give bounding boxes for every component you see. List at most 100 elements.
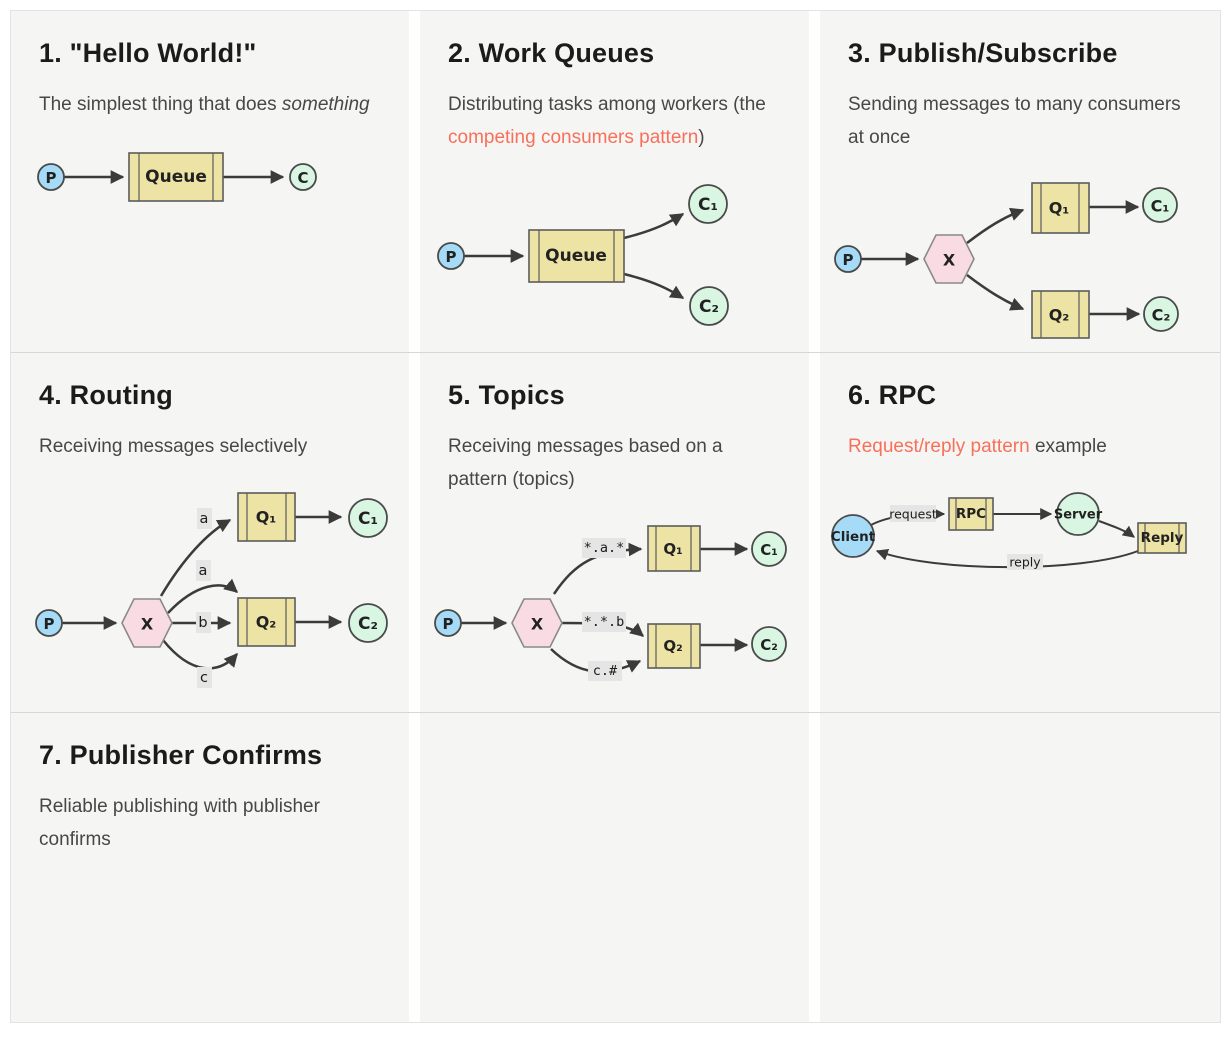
consumer1-node: C₁ (751, 531, 787, 567)
description-text: ) (698, 126, 705, 148)
svg-text:c.#: c.# (593, 663, 618, 679)
request-label: request (889, 505, 937, 522)
edge-exchange-queue2 (966, 274, 1025, 311)
edge-binding-c (162, 639, 238, 670)
queue-node: Queue (528, 229, 625, 283)
svg-text:Q₂: Q₂ (256, 613, 277, 632)
card-description: Distributing tasks among workers (the co… (448, 88, 781, 154)
edge-binding-2 (561, 621, 645, 637)
consumer2-node: C₂ (1143, 296, 1179, 332)
tutorial-card-hello-world: 1. "Hello World!" The simplest thing tha… (11, 11, 409, 352)
svg-text:C₁: C₁ (760, 541, 778, 559)
tutorials-grid: 1. "Hello World!" The simplest thing tha… (10, 10, 1221, 1023)
producer-node: P (37, 163, 65, 191)
svg-text:C₂: C₂ (699, 297, 719, 317)
edge-reply-client (875, 549, 1139, 569)
edge-binding-a1 (159, 518, 232, 597)
svg-text:C₂: C₂ (1152, 306, 1171, 325)
consumer1-node: C₁ (688, 184, 728, 224)
empty-cell (420, 713, 809, 1022)
svg-text:Q₁: Q₁ (256, 508, 277, 527)
card-title: 2. Work Queues (448, 38, 655, 68)
exchange-node: X (923, 234, 975, 284)
svg-text:a: a (199, 563, 208, 579)
grid-row-2: 4. Routing Receiving messages selectivel… (11, 352, 1220, 712)
card-title: 7. Publisher Confirms (39, 740, 323, 770)
grid-row-3: 7. Publisher Confirms Reliable publishin… (11, 712, 1220, 1022)
svg-text:Q₁: Q₁ (663, 540, 682, 558)
svg-text:P: P (843, 251, 854, 269)
consumer2-node: C₂ (689, 286, 729, 326)
queue2-node: Q₂ (237, 597, 296, 647)
consumer-node: C (289, 163, 317, 191)
svg-text:Reply: Reply (1141, 530, 1184, 546)
card-description: The simplest thing that does something (39, 88, 381, 121)
queue1-node: Q₁ (647, 525, 701, 572)
svg-text:a: a (200, 511, 209, 527)
server-node: Server (1054, 492, 1103, 536)
card-description: Sending messages to many consumers at on… (848, 88, 1192, 154)
card-description: Receiving messages based on a pattern (t… (448, 430, 781, 496)
svg-text:P: P (44, 615, 55, 633)
reply-queue-node: Reply (1137, 522, 1187, 554)
tutorial-card-rpc: 6. RPC Request/reply pattern example RPC (820, 353, 1220, 712)
grid-row-1: 1. "Hello World!" The simplest thing tha… (11, 11, 1220, 352)
svg-text:X: X (141, 615, 154, 634)
card-description: Request/reply pattern example (848, 430, 1192, 463)
tutorial-card-topics: 5. Topics Receiving messages based on a … (420, 353, 809, 712)
description-italic: something (281, 93, 370, 115)
producer-node: P (834, 245, 862, 273)
tutorial-card-publisher-confirms: 7. Publisher Confirms Reliable publishin… (11, 713, 409, 1022)
svg-text:C₁: C₁ (358, 509, 378, 529)
card-description: Reliable publishing with publisher confi… (39, 790, 381, 856)
svg-text:Queue: Queue (145, 167, 207, 187)
svg-text:Q₁: Q₁ (1049, 199, 1070, 218)
card-title: 3. Publish/Subscribe (848, 38, 1118, 68)
reply-label: reply (1007, 554, 1043, 570)
svg-text:Server: Server (1054, 508, 1103, 523)
binding-label-c: c (197, 667, 212, 688)
queue2-node: Q₂ (647, 623, 701, 669)
rpc-queue-node: RPC (948, 497, 994, 531)
request-reply-pattern-link[interactable]: Request/reply pattern (848, 435, 1030, 457)
tutorial-card-publish-subscribe: 3. Publish/Subscribe Sending messages to… (820, 11, 1220, 352)
edge-queue-consumer2 (623, 272, 685, 300)
binding-label-2: *.*.b (582, 612, 626, 632)
svg-text:Client: Client (831, 529, 876, 545)
exchange-node: X (121, 598, 173, 648)
svg-text:X: X (943, 251, 956, 270)
description-text: Distributing tasks among workers (the (448, 93, 766, 115)
svg-text:P: P (443, 615, 454, 633)
competing-consumers-link[interactable]: competing consumers pattern (448, 126, 699, 148)
binding-label-1: *.a.* (582, 538, 626, 558)
svg-text:C₂: C₂ (760, 636, 778, 654)
empty-cell (820, 713, 1220, 1022)
description-text: Receiving messages selectively (39, 435, 308, 457)
producer-node: P (437, 242, 465, 270)
svg-text:P: P (46, 169, 57, 187)
description-text: Reliable publishing with publisher confi… (39, 795, 320, 850)
consumer2-node: C₂ (751, 626, 787, 662)
card-title: 6. RPC (848, 380, 937, 410)
exchange-node: X (511, 598, 563, 648)
binding-label-3: c.# (588, 661, 622, 681)
queue2-node: Q₂ (1031, 290, 1090, 339)
svg-text:RPC: RPC (956, 506, 986, 522)
queue1-node: Q₁ (237, 492, 296, 542)
svg-text:C₁: C₁ (698, 195, 718, 215)
queue1-node: Q₁ (1031, 182, 1090, 234)
producer-node: P (434, 609, 462, 637)
edge-binding-3 (550, 648, 642, 673)
card-description: Receiving messages selectively (39, 430, 381, 463)
svg-text:P: P (446, 248, 457, 266)
svg-text:Queue: Queue (545, 246, 607, 266)
svg-text:C₂: C₂ (358, 614, 378, 634)
svg-text:b: b (198, 615, 207, 631)
consumer1-node: C₁ (348, 498, 388, 538)
svg-text:Q₂: Q₂ (663, 637, 682, 655)
binding-label-a1: a (197, 508, 212, 529)
tutorial-card-work-queues: 2. Work Queues Distributing tasks among … (420, 11, 809, 352)
svg-text:Q₂: Q₂ (1049, 306, 1070, 325)
svg-text:X: X (531, 615, 544, 634)
queue-node: Queue (128, 152, 224, 202)
